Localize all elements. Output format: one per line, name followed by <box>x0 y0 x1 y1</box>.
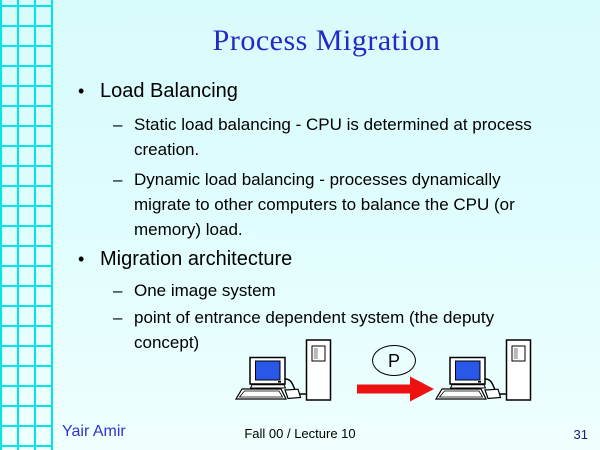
bullet-migration-architecture: • Migration architecture <box>78 247 558 271</box>
footer-author: Yair Amir <box>62 423 126 440</box>
bullet-load-balancing: • Load Balancing <box>78 79 558 103</box>
sub-bullet-text: Static load balancing - CPU is determine… <box>134 115 532 159</box>
sub-bullet-static-load-balancing: – Static load balancing - CPU is determi… <box>113 112 551 162</box>
footer-course-info: Fall 00 / Lecture 10 <box>244 426 356 441</box>
sub-bullet-text: Dynamic load balancing - processes dynam… <box>134 170 515 239</box>
slide-body: • Load Balancing – Static load balancing… <box>78 79 558 355</box>
dash-icon: – <box>113 170 123 189</box>
computer-icon <box>435 339 532 401</box>
bullet-icon: • <box>78 249 85 269</box>
slide-title: Process Migration <box>212 24 441 57</box>
dash-icon: – <box>113 115 123 134</box>
dash-icon: – <box>113 281 123 300</box>
sub-bullet-one-image-system: – One image system <box>113 278 551 303</box>
grid-pattern-strip <box>0 0 53 450</box>
process-label-ellipse: P <box>372 345 416 376</box>
arrow-right-icon <box>357 376 434 402</box>
bullet-label: Load Balancing <box>100 80 238 102</box>
process-label: P <box>387 350 400 371</box>
sub-bullet-text: One image system <box>134 281 276 300</box>
sub-bullet-point-of-entrance: – point of entrance dependent system (th… <box>113 305 551 355</box>
dash-icon: – <box>113 308 123 327</box>
sub-bullet-dynamic-load-balancing: – Dynamic load balancing - processes dyn… <box>113 167 551 242</box>
computer-icon <box>235 339 332 401</box>
footer-page-number: 31 <box>573 427 588 442</box>
bullet-label: Migration architecture <box>100 248 293 270</box>
bullet-icon: • <box>78 81 85 101</box>
sub-bullet-text: point of entrance dependent system (the … <box>134 308 495 352</box>
